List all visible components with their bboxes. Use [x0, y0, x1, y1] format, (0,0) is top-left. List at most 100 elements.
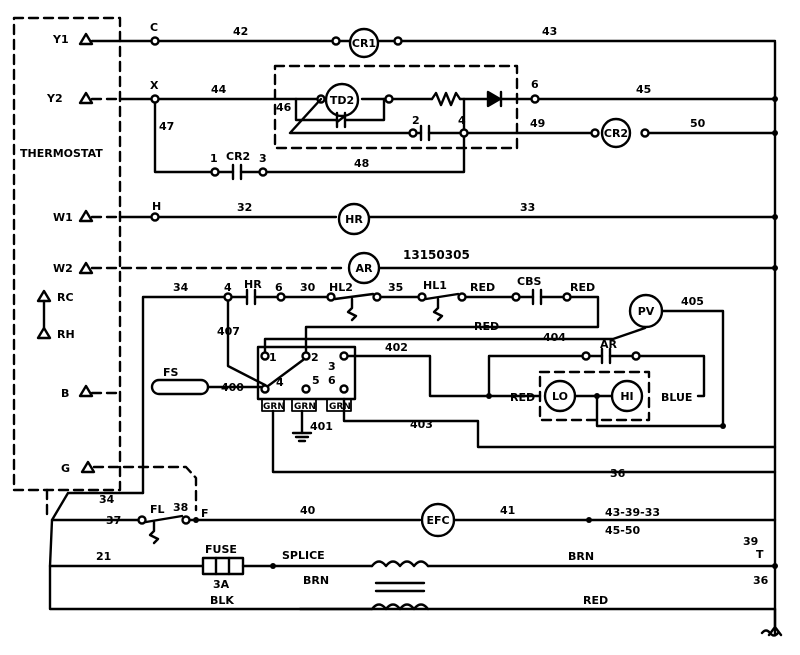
- row-w1: [90, 202, 778, 236]
- hr-relay-label: HR: [345, 213, 363, 226]
- pin-4-label: 4: [224, 281, 232, 294]
- fuse-rating-label: 3A: [213, 578, 230, 591]
- wire-33-label: 33: [520, 201, 535, 214]
- terminal-triangles: [36, 32, 96, 474]
- wire-404-label: 404: [543, 331, 566, 344]
- row-y2: [90, 82, 778, 118]
- wire-40-label: 40: [300, 504, 316, 517]
- cr1-relay-label: CR1: [352, 37, 376, 50]
- splice-label: SPLICE: [282, 549, 325, 562]
- terminal-w1-label: W1: [53, 211, 73, 224]
- row-cr2-contact: [153, 101, 268, 181]
- cr2-relay-label: CR2: [604, 127, 628, 140]
- switch-pin-2: 2: [311, 351, 319, 364]
- wire-blk-label: BLK: [210, 594, 234, 607]
- wire-38-label: 38: [173, 501, 188, 514]
- wire-402-label: 402: [385, 341, 408, 354]
- junction-45-50: 45-50: [605, 524, 641, 537]
- switch-pin-4: 4: [276, 376, 284, 389]
- wire-g: [92, 465, 198, 512]
- wire-50-label: 50: [690, 117, 706, 130]
- node-h-label: H: [152, 200, 161, 213]
- ground-2-label: GRN: [294, 402, 316, 412]
- wire-45-label: 45: [636, 83, 651, 96]
- wire-6b-label: 6: [275, 281, 283, 294]
- wire-44-label: 44: [211, 83, 227, 96]
- wire-405-label: 405: [681, 295, 704, 308]
- wire-red-2-label: RED: [570, 281, 595, 294]
- blower-circuit: [263, 293, 777, 474]
- ground-3-label: GRN: [329, 402, 351, 412]
- hi-speed-label: HI: [620, 390, 633, 403]
- wire-32-label: 32: [237, 201, 252, 214]
- ar-relay-label: AR: [356, 262, 374, 275]
- wire-407-label: 407: [217, 325, 240, 338]
- ar-contact-label: AR: [600, 338, 618, 351]
- wire-6-label: 6: [531, 78, 539, 91]
- node-t-label: T: [756, 548, 764, 561]
- wire-48-label: 48: [354, 157, 369, 170]
- node-x-label: X: [150, 79, 159, 92]
- wire-36-label: 36: [610, 467, 626, 480]
- wire-21-label: 21: [96, 550, 111, 563]
- fs-sensor: [150, 378, 263, 396]
- switch-block: [256, 345, 357, 443]
- td2-module: [266, 64, 593, 174]
- td2-delay-label: TD2: [330, 94, 354, 107]
- wire-41-label: 41: [500, 504, 515, 517]
- wire-36b-label: 36: [753, 574, 769, 587]
- wire-brn-1-label: BRN: [303, 574, 329, 587]
- wire-42-label: 42: [233, 25, 248, 38]
- fan-circuit: [48, 491, 777, 611]
- td2-pin-2: 2: [412, 114, 420, 127]
- td2-pin-4: 4: [458, 114, 466, 127]
- efc-fan-label: EFC: [426, 514, 449, 527]
- cr2-contact-pin-3: 3: [259, 152, 267, 165]
- row-34-chain: [141, 288, 600, 495]
- hl2-limit-label: HL2: [329, 281, 353, 294]
- ground-1-label: GRN: [263, 402, 285, 412]
- fuse-label: FUSE: [205, 543, 237, 556]
- wire-34-label: 34: [173, 281, 189, 294]
- fl-limit-label: FL: [150, 503, 165, 516]
- wire-46-label: 46: [276, 101, 292, 114]
- part-number: 13150305: [403, 248, 470, 262]
- cbs-switch-label: CBS: [517, 275, 541, 288]
- wire-red-3-label: RED: [474, 320, 499, 333]
- wire-34b-label: 34: [99, 493, 115, 506]
- junction-43-39-33: 43-39-33: [605, 506, 660, 519]
- wire-37-label: 37: [106, 514, 121, 527]
- wire-30-label: 30: [300, 281, 316, 294]
- wire-407: [226, 299, 267, 387]
- wire-401-label: 401: [310, 420, 333, 433]
- thermostat-title: THERMOSTAT: [20, 147, 103, 160]
- fs-sensor-label: FS: [163, 366, 179, 379]
- wire-35-label: 35: [388, 281, 403, 294]
- cr2-contact-pin-1: 1: [210, 152, 218, 165]
- terminal-b-label: B: [61, 387, 69, 400]
- wire-blue-label: BLUE: [661, 391, 692, 404]
- row-y1: [90, 27, 777, 59]
- thermostat-box: [12, 16, 122, 522]
- node-f-label: F: [201, 507, 209, 520]
- wire-400-label: 400: [221, 381, 244, 394]
- pv-valve-label: PV: [638, 305, 655, 318]
- wire-red-1-label: RED: [470, 281, 495, 294]
- cr2-contact-label: CR2: [226, 150, 250, 163]
- wire-red-4-label: RED: [510, 391, 535, 404]
- terminal-y1-label: Y1: [52, 33, 69, 46]
- row-cr2: [590, 117, 778, 149]
- terminal-rc-label: RC: [57, 291, 74, 304]
- terminal-w2-label: W2: [53, 262, 73, 275]
- terminal-g-label: G: [61, 462, 70, 475]
- switch-pin-6: 6: [328, 374, 336, 387]
- wire-47-label: 47: [159, 120, 174, 133]
- wire-403-label: 403: [410, 418, 433, 431]
- row-w2: [90, 251, 778, 285]
- wire-49-label: 49: [530, 117, 545, 130]
- wire-brn-2-label: BRN: [568, 550, 594, 563]
- lo-speed-label: LO: [552, 390, 568, 403]
- hl1-limit-label: HL1: [423, 279, 447, 292]
- terminal-y2-label: Y2: [46, 92, 63, 105]
